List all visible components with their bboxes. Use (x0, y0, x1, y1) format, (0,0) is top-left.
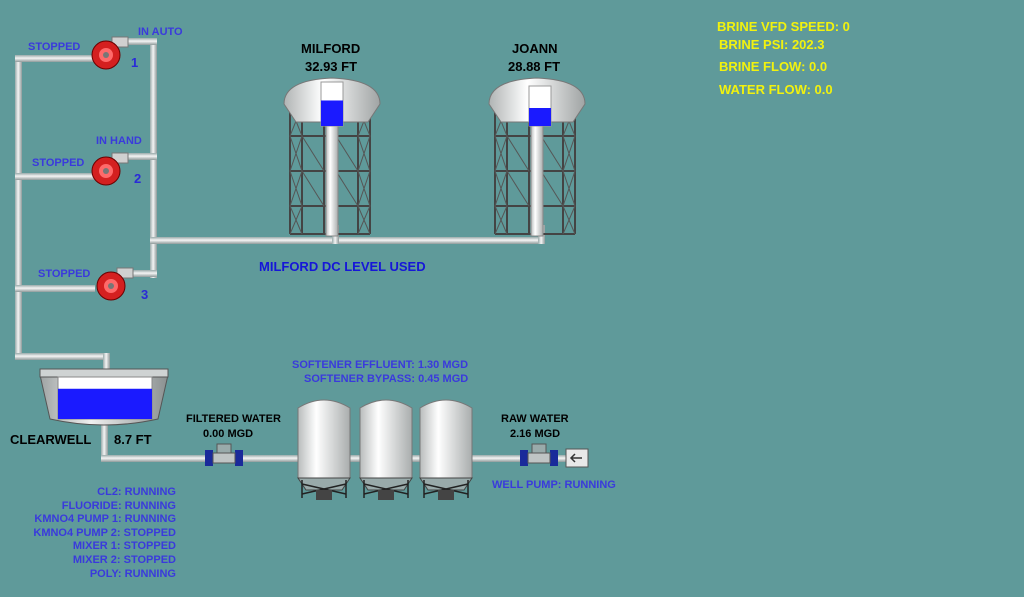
raw-water-label: RAW WATER (501, 413, 569, 425)
raw-water-inlet-arrow-icon[interactable] (565, 448, 589, 468)
poly-status: POLY: RUNNING (89, 567, 176, 580)
pump-1-status: STOPPED (28, 41, 81, 53)
milford-tower-level: 32.93 FT (305, 59, 358, 74)
kmno4-pump-2-status: KMNO4 PUMP 2: STOPPED (33, 526, 176, 539)
pump-2-number: 2 (134, 171, 142, 186)
mixer-1-status: MIXER 1: STOPPED (72, 540, 176, 553)
level-source-label: MILFORD DC LEVEL USED (259, 259, 426, 274)
water-flow: WATER FLOW: 0.0 (719, 82, 833, 97)
filtered-water-value: 0.00 MGD (203, 428, 254, 440)
kmno4-pump-1-status: KMNO4 PUMP 1: RUNNING (34, 513, 176, 526)
pump-1-mode: IN AUTO (138, 26, 183, 38)
filtered-water-label: FILTERED WATER (186, 413, 281, 425)
joann-tower-level: 28.88 FT (508, 59, 561, 74)
pump-3-status: STOPPED (38, 268, 91, 280)
pump-1-number: 1 (131, 55, 139, 70)
clearwell-label: CLEARWELL (10, 432, 92, 447)
fluoride-status: FLUORIDE: RUNNING (61, 499, 176, 512)
raw-water-value: 2.16 MGD (510, 428, 561, 440)
joann-tower[interactable] (488, 77, 586, 237)
pump-2-graphic[interactable] (91, 152, 129, 186)
brine-psi: BRINE PSI: 202.3 (719, 37, 825, 52)
milford-tower[interactable] (283, 77, 381, 237)
softener-effluent: SOFTENER EFFLUENT: 1.30 MGD (292, 359, 469, 371)
filtered-water-meter[interactable] (205, 443, 243, 466)
pump-1-graphic[interactable] (91, 36, 129, 70)
brine-flow: BRINE FLOW: 0.0 (719, 59, 828, 74)
pump-3-graphic[interactable] (96, 267, 134, 301)
raw-water-meter[interactable] (520, 443, 558, 466)
clearwell-level: 8.7 FT (114, 432, 152, 447)
pump-2-status: STOPPED (32, 157, 85, 169)
pump-3-number: 3 (141, 287, 149, 302)
mixer-2-status: MIXER 2: STOPPED (72, 553, 176, 566)
cl2-status: CL2: RUNNING (97, 486, 176, 498)
well-pump-status: WELL PUMP: RUNNING (492, 479, 616, 491)
softener-bypass: SOFTENER BYPASS: 0.45 MGD (304, 373, 469, 385)
pump-header-pipes (15, 38, 545, 373)
softener-tanks[interactable] (297, 399, 473, 500)
chemical-status-list: CL2: RUNNING FLUORIDE: RUNNING KMNO4 PUM… (8, 486, 176, 581)
milford-tower-name: MILFORD (301, 41, 361, 56)
brine-vfd-speed: BRINE VFD SPEED: 0 (717, 19, 850, 34)
joann-tower-name: JOANN (512, 41, 558, 56)
clearwell-tank[interactable] (39, 368, 169, 426)
pump-2-mode: IN HAND (96, 135, 142, 147)
